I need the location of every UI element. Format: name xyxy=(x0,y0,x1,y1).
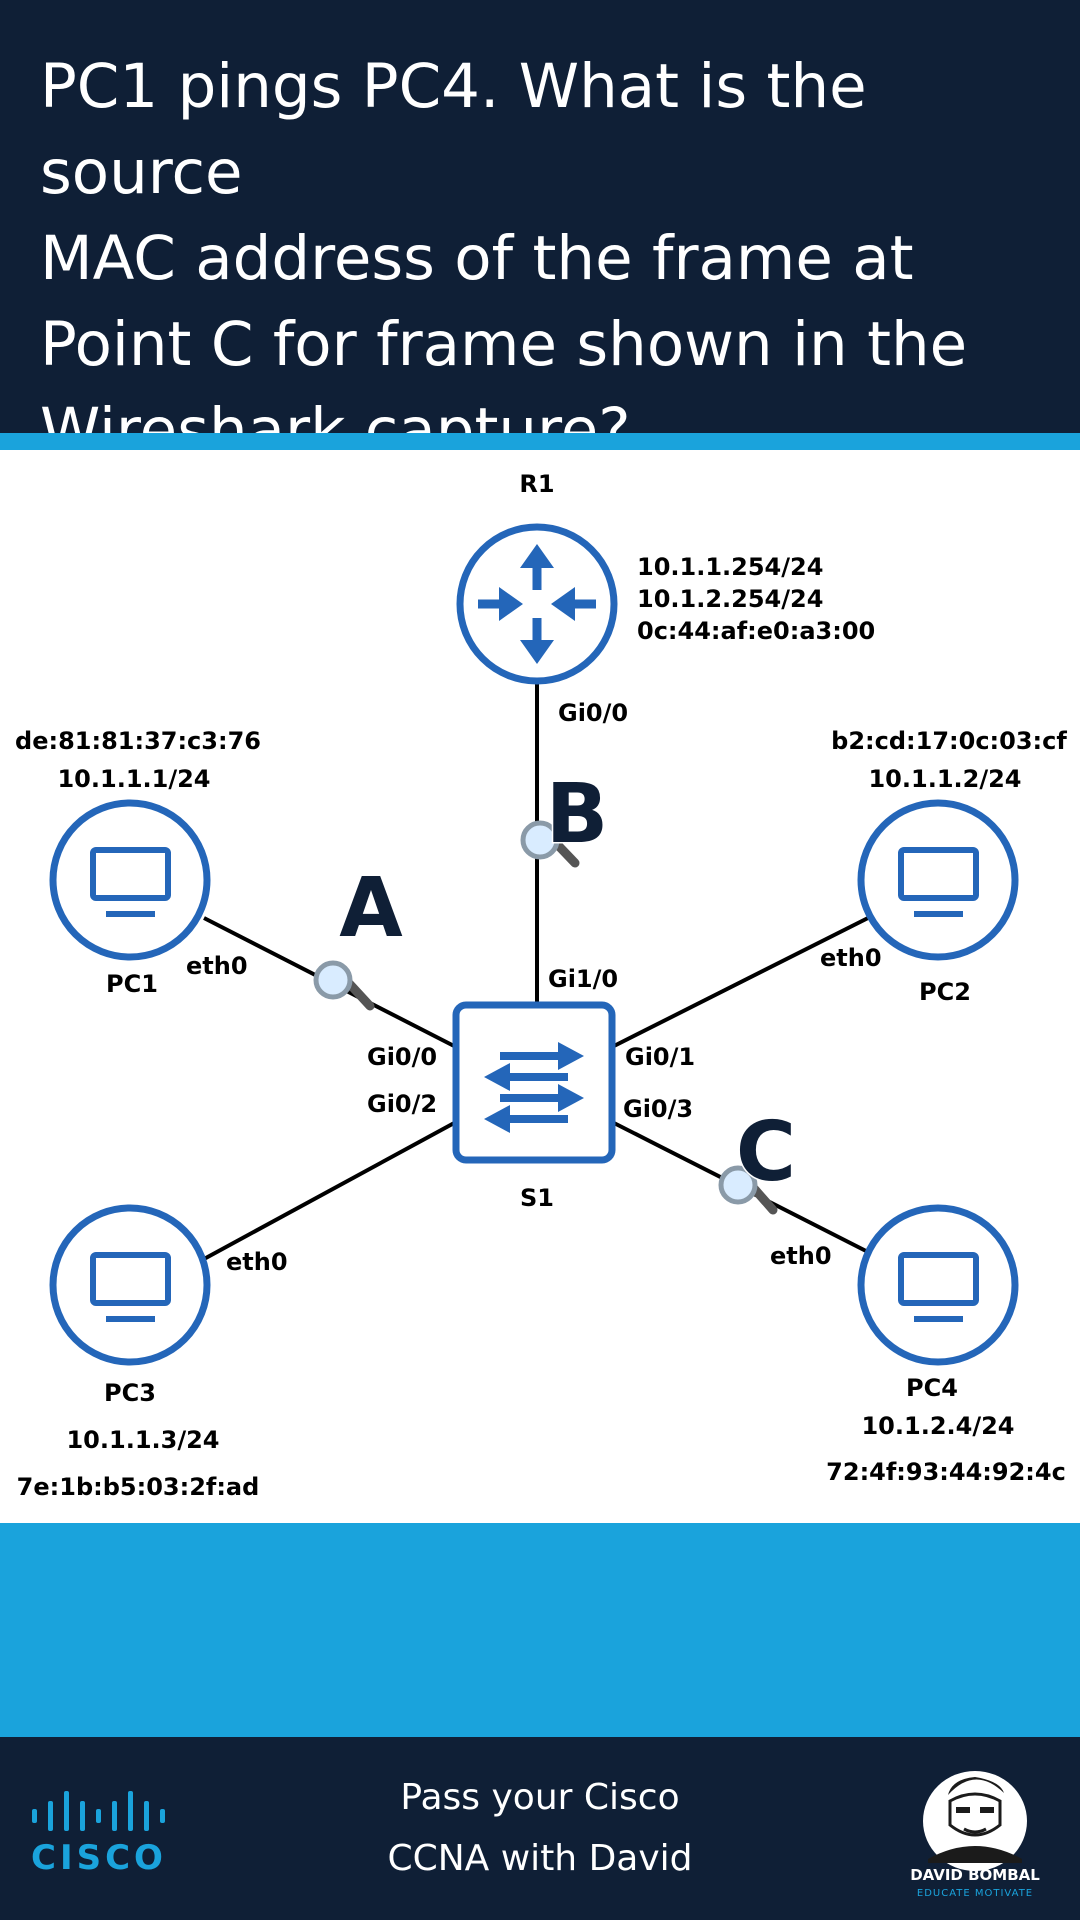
pc3-circle xyxy=(49,1204,211,1366)
router-name: R1 xyxy=(519,470,554,498)
david-bombal-logo: DAVID BOMBAL EDUCATE MOTIVATE xyxy=(910,1771,1040,1899)
pc3-name: PC3 xyxy=(104,1379,156,1407)
point-a-label: A xyxy=(339,861,403,956)
router-r1: R1 10.1.1.254/24 10.1.2.254/24 0c:44:af:… xyxy=(456,470,875,727)
switch-port-gi0-0: Gi0/0 xyxy=(367,1043,437,1071)
switch-s1: S1 Gi1/0 Gi0/0 Gi0/2 Gi0/1 Gi0/3 xyxy=(367,965,695,1212)
switch-name: S1 xyxy=(520,1184,554,1212)
switch-port-gi1-0: Gi1/0 xyxy=(548,965,618,993)
tagline-line-2: CCNA with David xyxy=(387,1838,693,1879)
switch-port-gi0-3: Gi0/3 xyxy=(623,1095,693,1123)
point-b-label: B xyxy=(546,767,609,862)
cisco-logo: CISCO xyxy=(31,1791,167,1877)
monitor-icon xyxy=(898,847,979,917)
cisco-wordmark: CISCO xyxy=(31,1838,167,1877)
question-line: PC1 pings PC4. What is the source xyxy=(40,51,867,208)
pc1-iface: eth0 xyxy=(186,952,248,980)
capture-point-b: B xyxy=(520,766,610,868)
monitor-icon xyxy=(898,1252,979,1322)
network-diagram: R1 10.1.1.254/24 10.1.2.254/24 0c:44:af:… xyxy=(15,470,1067,1501)
blue-band xyxy=(0,1523,1080,1737)
pc4: PC4 10.1.2.4/24 72:4f:93:44:92:4c eth0 xyxy=(770,1204,1066,1486)
pc1: de:81:81:37:c3:76 10.1.1.1/24 PC1 eth0 xyxy=(15,727,261,998)
network-diagram-panel: R1 10.1.1.254/24 10.1.2.254/24 0c:44:af:… xyxy=(0,450,1080,1523)
pc4-circle xyxy=(857,1204,1019,1366)
pc2-circle xyxy=(857,799,1019,961)
router-circle xyxy=(456,523,618,685)
pc4-iface: eth0 xyxy=(770,1242,832,1270)
pc3-mac: 7e:1b:b5:03:2f:ad xyxy=(17,1473,260,1501)
link-pc2-s1 xyxy=(611,916,869,1049)
pc4-mac: 72:4f:93:44:92:4c xyxy=(826,1458,1066,1486)
pc1-circle xyxy=(49,799,211,961)
monitor-icon xyxy=(90,1252,171,1322)
router-mac: 0c:44:af:e0:a3:00 xyxy=(637,617,875,645)
pc4-ip: 10.1.2.4/24 xyxy=(861,1412,1014,1440)
router-ip1: 10.1.1.254/24 xyxy=(637,553,823,581)
capture-point-a: A xyxy=(313,860,405,1011)
capture-point-c: C xyxy=(718,1104,798,1215)
pc2-name: PC2 xyxy=(919,978,971,1006)
router-ip2: 10.1.2.254/24 xyxy=(637,585,823,613)
monitor-icon xyxy=(90,847,171,917)
switch-arrows-icon xyxy=(484,1042,584,1133)
switch-port-gi0-2: Gi0/2 xyxy=(367,1090,437,1118)
brand-slogan: EDUCATE MOTIVATE xyxy=(917,1888,1033,1899)
pc1-name: PC1 xyxy=(106,970,158,998)
pc2: b2:cd:17:0c:03:cf 10.1.1.2/24 PC2 eth0 xyxy=(820,727,1067,1006)
question-line: MAC address of the frame at xyxy=(40,223,914,294)
pc3: PC3 10.1.1.3/24 7e:1b:b5:03:2f:ad eth0 xyxy=(17,1204,288,1501)
accent-stripe xyxy=(0,433,1080,450)
pc3-ip: 10.1.1.3/24 xyxy=(66,1426,219,1454)
portrait-icon xyxy=(923,1771,1027,1871)
pc1-ip: 10.1.1.1/24 xyxy=(57,765,210,793)
switch-port-gi0-1: Gi0/1 xyxy=(625,1043,695,1071)
cisco-bars-icon xyxy=(32,1791,165,1831)
router-arrows-icon xyxy=(478,544,596,664)
question-line: Point C for frame shown in the xyxy=(40,309,968,380)
switch-box xyxy=(452,1001,616,1164)
brand-name: DAVID BOMBAL xyxy=(910,1866,1040,1884)
pc2-iface: eth0 xyxy=(820,944,882,972)
footer: CISCO Pass your Cisco CCNA with David DA… xyxy=(0,1737,1080,1920)
magnifier-icon xyxy=(718,1165,778,1215)
pc4-name: PC4 xyxy=(906,1374,958,1402)
pc3-iface: eth0 xyxy=(226,1248,288,1276)
magnifier-icon xyxy=(313,960,375,1011)
pc2-ip: 10.1.1.2/24 xyxy=(868,765,1021,793)
magnifier-icon xyxy=(520,820,580,868)
link-pc3-s1 xyxy=(203,1120,457,1261)
pc1-mac: de:81:81:37:c3:76 xyxy=(15,727,261,755)
question-header: PC1 pings PC4. What is the source MAC ad… xyxy=(0,0,1080,466)
pc2-mac: b2:cd:17:0c:03:cf xyxy=(831,727,1067,755)
tagline: Pass your Cisco CCNA with David xyxy=(340,1767,740,1889)
tagline-line-1: Pass your Cisco xyxy=(400,1777,680,1818)
router-port-label: Gi0/0 xyxy=(558,699,628,727)
point-c-label: C xyxy=(736,1105,796,1200)
question-text: PC1 pings PC4. What is the source MAC ad… xyxy=(40,44,1050,474)
